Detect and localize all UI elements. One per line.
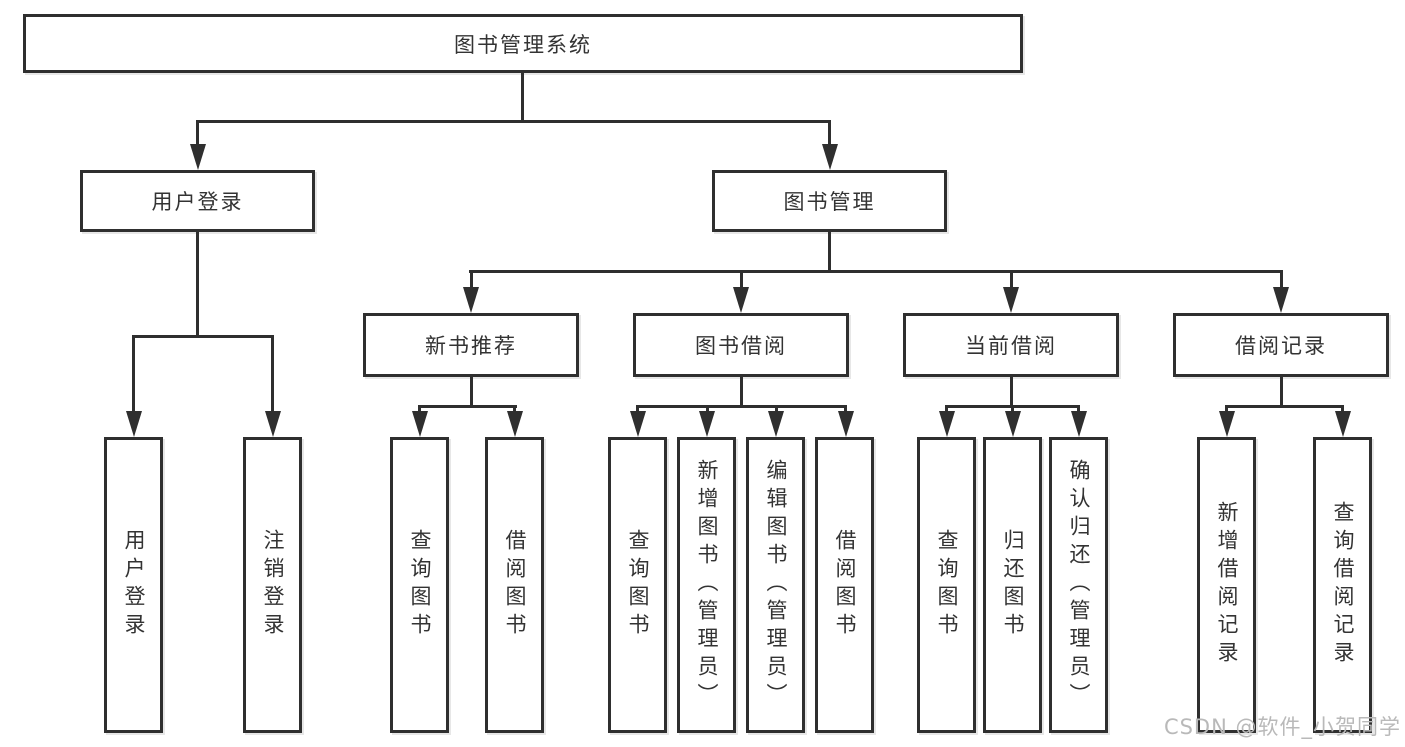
connector-line — [828, 120, 831, 144]
arrow-down-icon — [822, 144, 838, 170]
connector-line — [1225, 405, 1344, 408]
arrow-down-icon — [463, 287, 479, 313]
arrow-down-icon — [1273, 287, 1289, 313]
connector-line — [945, 405, 948, 411]
leaf-query-books-borrow: 查询图书 — [608, 437, 667, 733]
connector-line — [775, 405, 778, 411]
connector-line — [1010, 377, 1013, 405]
node-current-borrow: 当前借阅 — [903, 313, 1119, 377]
connector-line — [844, 405, 847, 411]
arrow-down-icon — [1219, 411, 1235, 437]
connector-line — [271, 335, 274, 411]
connector-line — [1280, 270, 1283, 287]
connector-line — [828, 232, 831, 270]
leaf-add-book-admin: 新增图书（管理员） — [677, 437, 736, 733]
leaf-query-books-recommend: 查询图书 — [390, 437, 449, 733]
arrow-down-icon — [838, 411, 854, 437]
leaf-return-book: 归还图书 — [983, 437, 1042, 733]
connector-line — [636, 405, 847, 408]
connector-line — [740, 270, 743, 287]
connector-line — [1341, 405, 1344, 411]
connector-line — [132, 335, 273, 338]
node-user-login-branch: 用户登录 — [80, 170, 315, 232]
node-root: 图书管理系统 — [23, 14, 1023, 73]
arrow-down-icon — [1071, 411, 1087, 437]
connector-line — [196, 120, 199, 144]
connector-line — [470, 270, 473, 287]
connector-line — [196, 120, 831, 123]
node-book-borrow: 图书借阅 — [633, 313, 849, 377]
connector-line — [418, 405, 517, 408]
arrow-down-icon — [1005, 411, 1021, 437]
arrow-down-icon — [630, 411, 646, 437]
arrow-down-icon — [1003, 287, 1019, 313]
arrow-down-icon — [265, 411, 281, 437]
arrow-down-icon — [412, 411, 428, 437]
connector-line — [740, 377, 743, 405]
connector-line — [1010, 270, 1013, 287]
node-borrow-records: 借阅记录 — [1173, 313, 1389, 377]
connector-line — [1077, 405, 1080, 411]
arrow-down-icon — [733, 287, 749, 313]
connector-line — [636, 405, 639, 411]
connector-line — [418, 405, 421, 411]
connector-line — [470, 377, 473, 405]
arrow-down-icon — [768, 411, 784, 437]
arrow-down-icon — [1335, 411, 1351, 437]
node-new-book-recommend: 新书推荐 — [363, 313, 579, 377]
leaf-logout: 注销登录 — [243, 437, 302, 733]
connector-line — [1225, 405, 1228, 411]
connector-line — [521, 73, 524, 120]
leaf-edit-book-admin: 编辑图书（管理员） — [746, 437, 805, 733]
connector-line — [1011, 405, 1014, 411]
connector-line — [196, 232, 199, 335]
leaf-user-login: 用户登录 — [104, 437, 163, 733]
arrow-down-icon — [126, 411, 142, 437]
leaf-confirm-return-admin: 确认归还（管理员） — [1049, 437, 1108, 733]
leaf-borrow-books-recommend: 借阅图书 — [485, 437, 544, 733]
arrow-down-icon — [507, 411, 523, 437]
node-book-management: 图书管理 — [712, 170, 947, 232]
watermark: CSDN @软件_小贺同学 — [1163, 715, 1401, 739]
leaf-query-books-current: 查询图书 — [917, 437, 976, 733]
connector-line — [706, 405, 709, 411]
connector-line — [132, 335, 135, 411]
connector-line — [469, 270, 1282, 273]
leaf-add-borrow-record: 新增借阅记录 — [1197, 437, 1256, 733]
arrow-down-icon — [190, 144, 206, 170]
arrow-down-icon — [699, 411, 715, 437]
connector-line — [1280, 377, 1283, 405]
arrow-down-icon — [939, 411, 955, 437]
leaf-borrow-books: 借阅图书 — [815, 437, 874, 733]
connector-line — [513, 405, 516, 411]
leaf-query-borrow-record: 查询借阅记录 — [1313, 437, 1372, 733]
